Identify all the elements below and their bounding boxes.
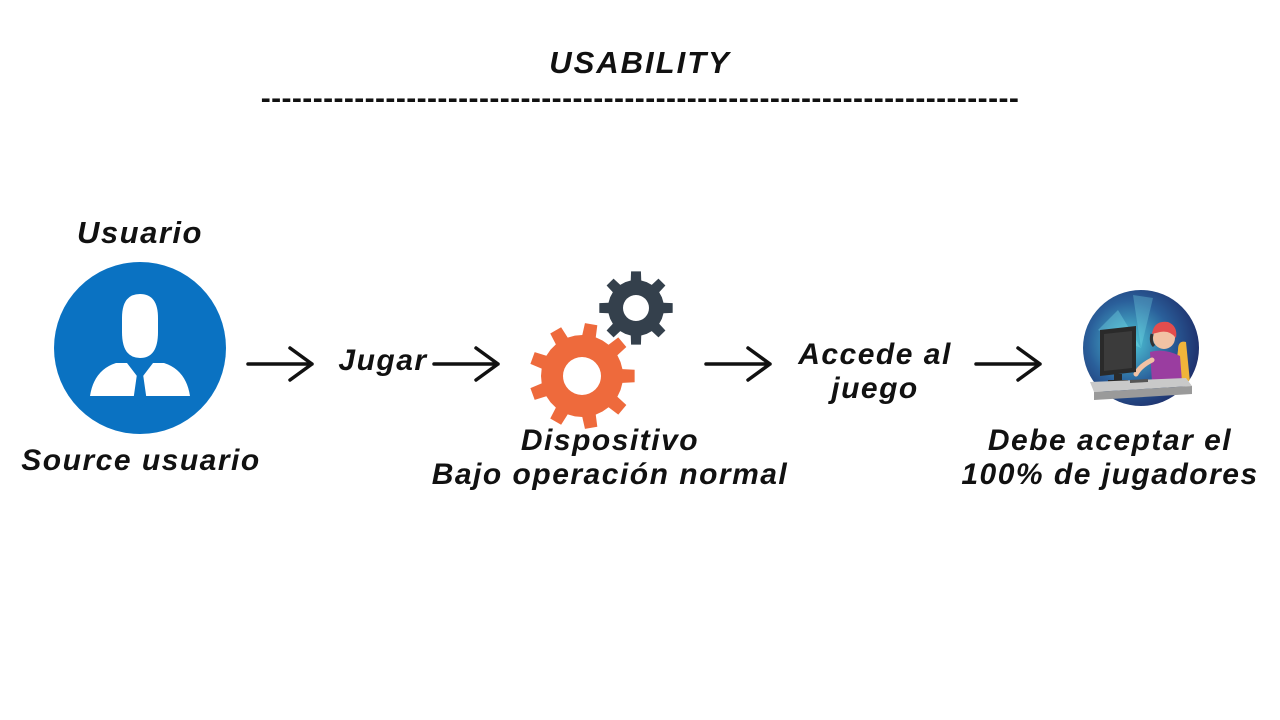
jugar-label: Jugar (338, 344, 428, 377)
page-title: USABILITY (549, 45, 731, 80)
arrow-right-icon (246, 346, 314, 382)
accede-line-1: Accede al (798, 338, 952, 371)
arrow-right-icon (974, 346, 1042, 382)
gear-large-icon (530, 323, 635, 429)
requirement-line-2: 100% de jugadores (961, 457, 1259, 491)
user-label: Usuario (77, 215, 203, 250)
accede-label: Accede al juego (780, 338, 970, 405)
title-separator: ----------------------------------------… (260, 82, 1020, 115)
requirement-line-1: Debe aceptar el (987, 424, 1233, 457)
gear-small-icon (599, 271, 673, 345)
gears-icon (530, 271, 673, 429)
device-line-2: Bajo operación normal (431, 457, 789, 491)
accede-line-2: juego (831, 371, 919, 405)
device-label: Dispositivo Bajo operación normal (410, 424, 810, 491)
device-line-1: Dispositivo (520, 424, 700, 457)
arrow-right-icon (432, 346, 500, 382)
user-icon (54, 262, 226, 434)
gamer-icon (1083, 290, 1199, 406)
arrow-right-icon (704, 346, 772, 382)
requirement-label: Debe aceptar el 100% de jugadores (940, 424, 1280, 491)
source-label: Source usuario (21, 444, 261, 477)
